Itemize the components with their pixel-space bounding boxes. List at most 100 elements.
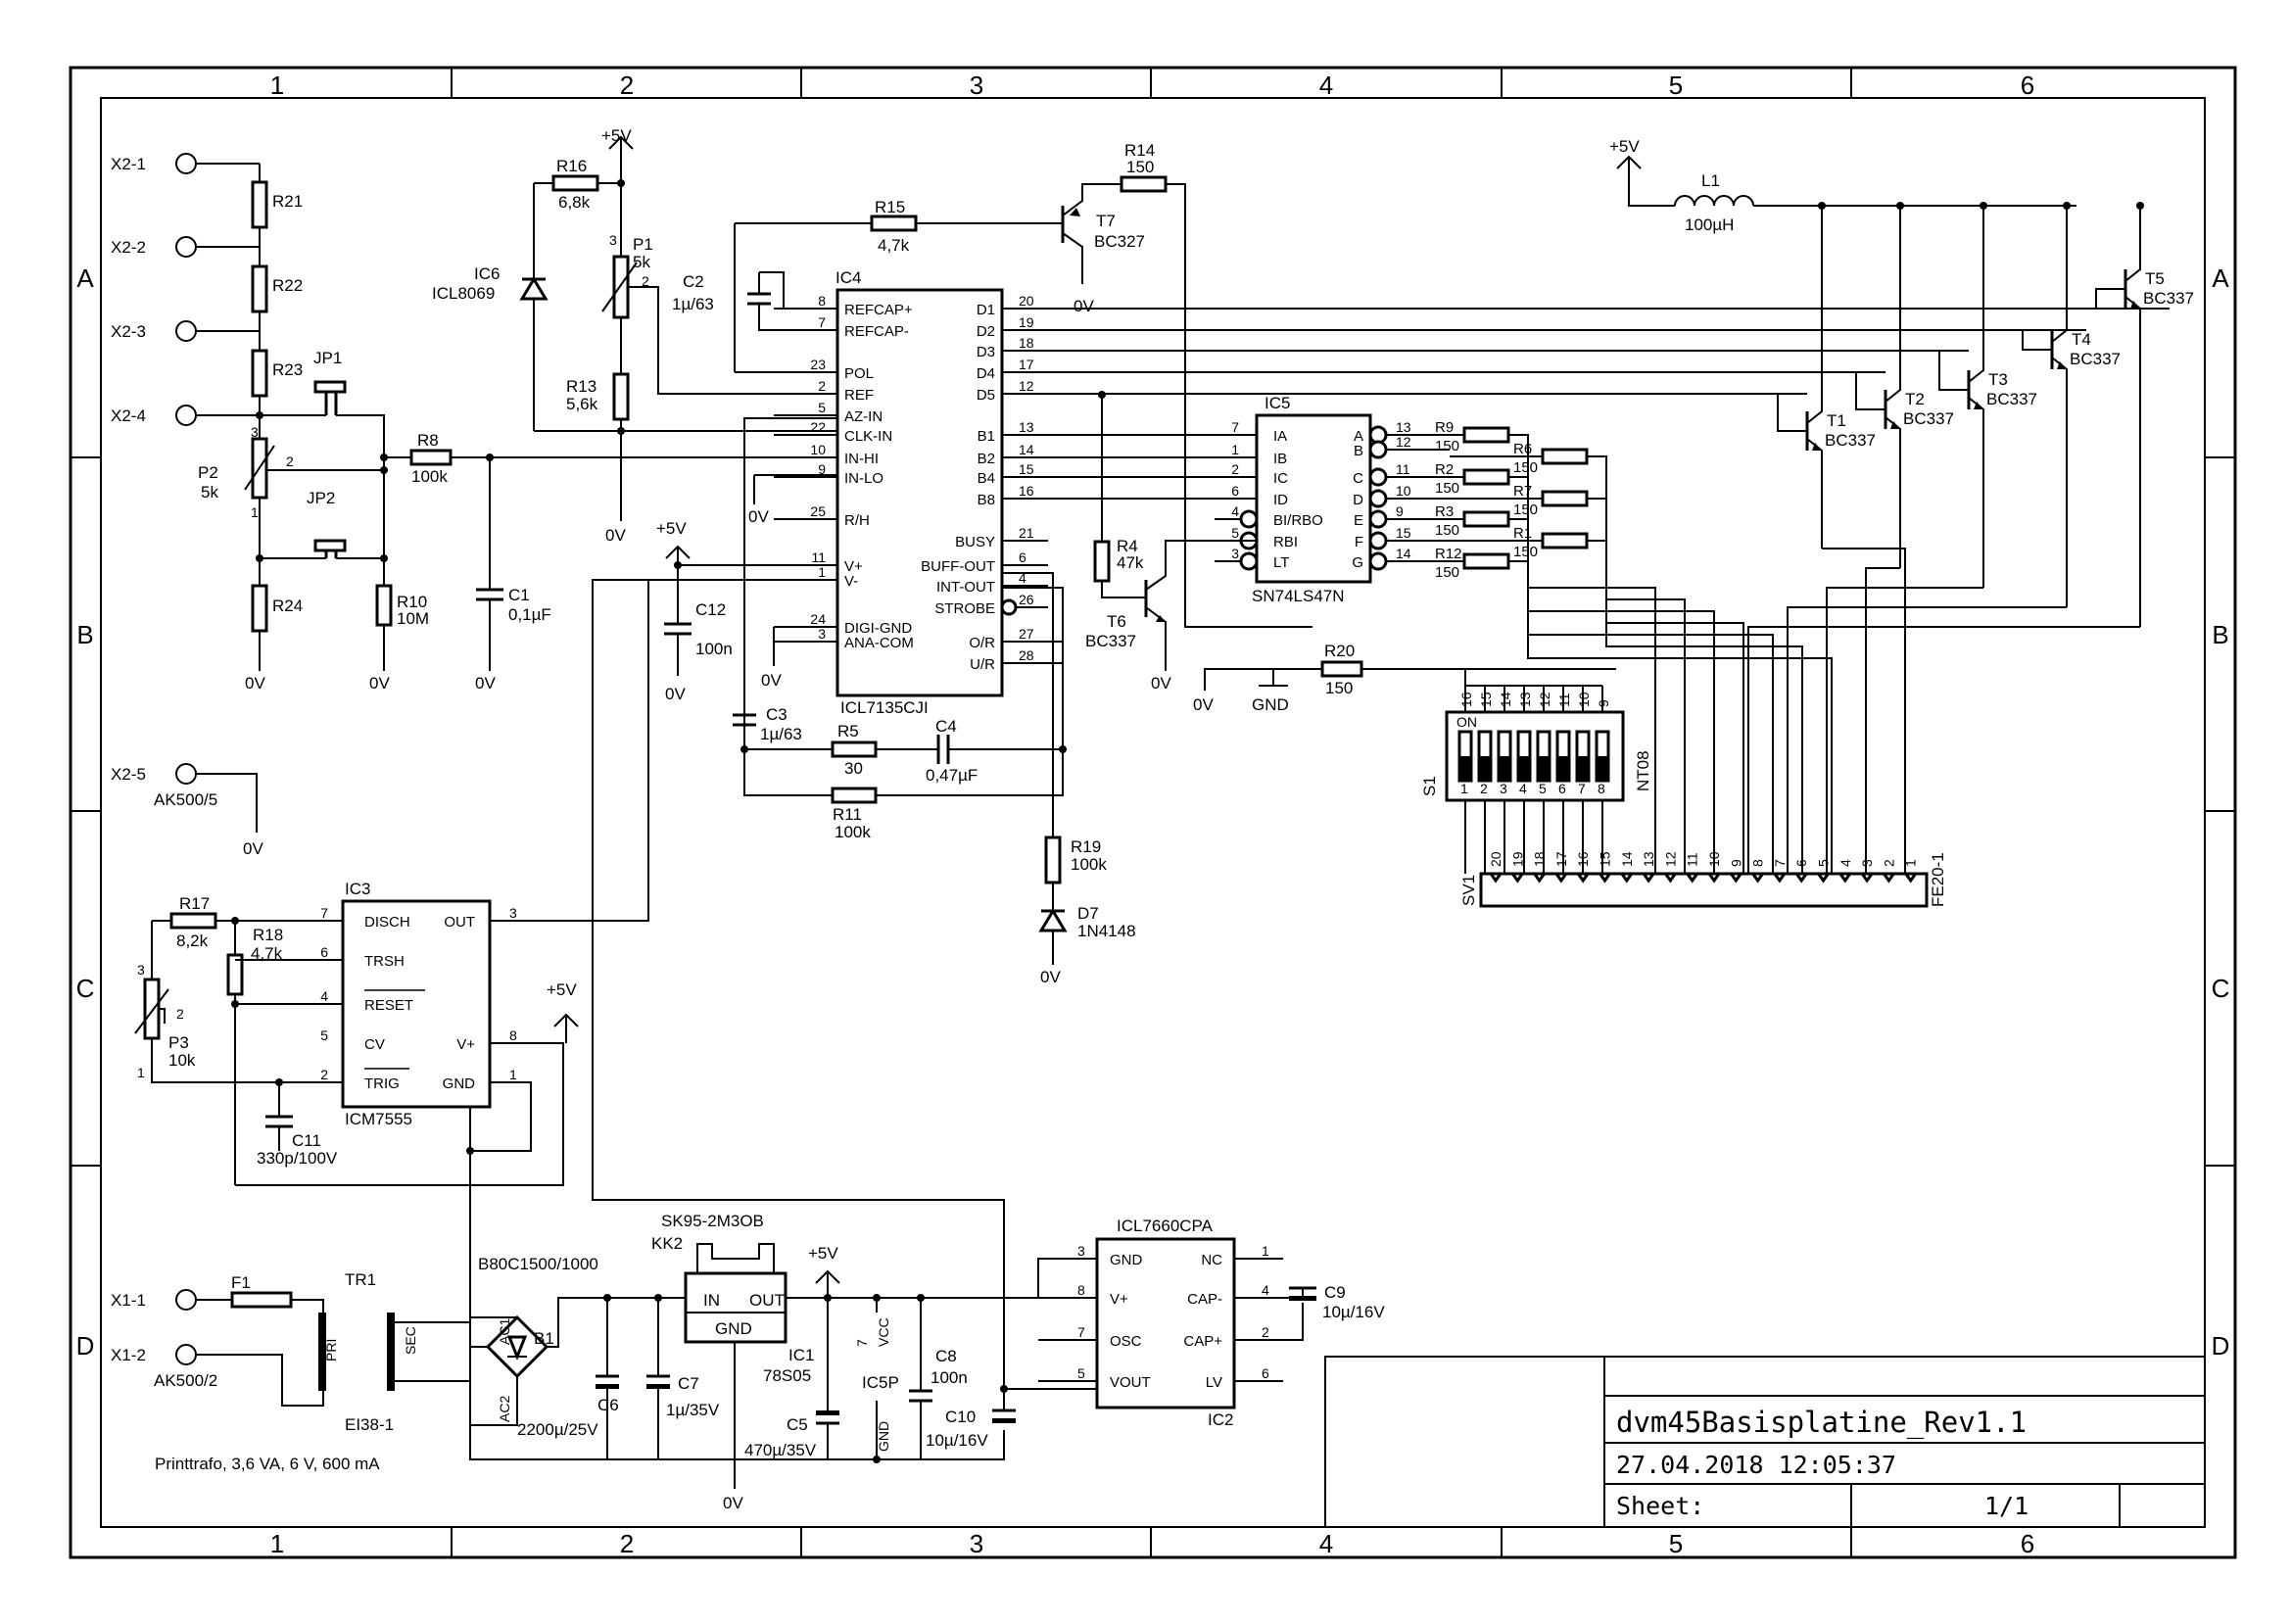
resistor-r22 [251, 264, 268, 313]
dip-on-label: ON [1456, 714, 1477, 730]
ic5p-gnd: GND [876, 1421, 891, 1452]
resistor-r21 [251, 180, 268, 229]
label-tr1-value: EI38-1 [345, 1415, 394, 1434]
resistor-r15 [870, 215, 918, 232]
ic3-timer: IC3 ICM7555 7DISCH6TRSH4RESET5CV2TRIG3OU… [134, 580, 649, 1459]
label-s1: S1 [1420, 776, 1439, 796]
gnd-label: 0V [475, 674, 496, 693]
digit-to-sv1 [1822, 548, 1906, 874]
label-printtrafo: Printtrafo, 3,6 VA, 6 V, 600 mA [155, 1455, 380, 1473]
ic5-pin-name: IB [1273, 451, 1287, 467]
transformer-secondary [387, 1313, 395, 1391]
gnd-label: 0V [369, 674, 390, 693]
label-r21: R21 [272, 192, 303, 211]
ic4-pin-number: 22 [810, 419, 826, 435]
label-r24: R24 [272, 597, 303, 615]
label-x1-2: X1-2 [111, 1346, 146, 1364]
label-t1: T1 [1827, 411, 1846, 430]
inner-frame [100, 97, 2206, 1528]
col-label: 4 [1319, 1529, 1333, 1558]
sv1-pin-arrow [1552, 872, 1569, 884]
ic5-pin-number: 14 [1396, 546, 1411, 561]
ic3-pin-name: DISCH [364, 914, 410, 931]
ic4-pin-name: B4 [978, 470, 995, 487]
ic4-pin-number: 4 [1019, 570, 1026, 586]
dip-s1-body [1445, 710, 1625, 802]
terminal-x2-2 [175, 236, 197, 258]
ic5-pin-name: BI/RBO [1273, 512, 1323, 529]
ic3-pin-number: 6 [320, 944, 328, 960]
ic4-pin-number: 8 [818, 293, 826, 309]
terminal-x1-1 [175, 1289, 197, 1311]
ic4-pin-number: 11 [811, 549, 826, 565]
label-r9-value: 150 [1435, 438, 1459, 454]
ic5-part: SN74LS47N [1252, 587, 1345, 605]
ic5p-pin-16: 7 [854, 1339, 870, 1347]
dip-bottom-number: 5 [1539, 781, 1547, 796]
label-l1-value: 100µH [1685, 215, 1734, 234]
ic4-pin-name: D4 [977, 365, 995, 382]
r20-group: 0V GND R20 150 [1193, 642, 1616, 714]
label-r9: R9 [1435, 419, 1454, 436]
regulator-ic1 [684, 1271, 788, 1344]
outer-frame [69, 66, 2237, 1559]
junction-dot [1896, 202, 1904, 210]
ic3-pin-number: 2 [320, 1067, 328, 1082]
ic5p-vcc: VCC [876, 1317, 891, 1347]
p2-pin-2: 2 [286, 454, 294, 469]
sv1-pin-arrow [1488, 872, 1503, 884]
ic4-pin-number: 27 [1019, 626, 1034, 642]
supply-label: +5V [656, 519, 687, 538]
resistor-r4 [1093, 540, 1111, 583]
label-t5: T5 [2145, 269, 2165, 288]
label-c8-value: 100n [931, 1368, 968, 1387]
label-t4-value: BC337 [2070, 350, 2121, 368]
label-r1: R1 [1513, 525, 1532, 542]
sv1-pin-arrow [1859, 872, 1876, 884]
jumper-jp1 [313, 380, 347, 394]
resistor-r3 [1462, 510, 1510, 528]
dip-lever-knob [1538, 756, 1550, 781]
ic3-pin-name: GND [443, 1075, 476, 1092]
ic5-body [1255, 413, 1372, 584]
gnd-label: 0V [245, 674, 265, 693]
label-r2-value: 150 [1435, 480, 1459, 497]
col-label: 6 [2021, 1529, 2034, 1558]
emitter-wire [1968, 397, 1984, 588]
label-r12: R12 [1435, 546, 1462, 562]
ic5-pin-number: 2 [1231, 461, 1239, 477]
sv1-pin-arrow [1575, 872, 1592, 884]
ic4-pin-number: 23 [810, 357, 826, 372]
ic4-pin-name: O/R [969, 635, 995, 651]
resistor-r2 [1462, 468, 1510, 486]
sv1-pin-number: 8 [1750, 859, 1766, 867]
label-t1-value: BC337 [1825, 431, 1876, 450]
label-r6-value: 150 [1513, 459, 1538, 476]
ic5-pin-number: 4 [1231, 503, 1239, 519]
dip-top-number: 9 [1596, 699, 1611, 707]
sv1-pin-number: 5 [1816, 859, 1832, 867]
label-c7: C7 [678, 1374, 699, 1393]
emitter-arrow [1890, 421, 1900, 429]
label-p2-value: 5k [201, 483, 218, 502]
ic4-pin-name: IN-HI [844, 451, 879, 467]
resistor-r12 [1462, 552, 1510, 570]
collector-wire [1968, 206, 1984, 383]
collector-wire [1885, 206, 1901, 403]
label-r1-value: 150 [1513, 544, 1538, 560]
label-r20-value: 150 [1325, 679, 1353, 697]
dip-bottom-number: 3 [1500, 781, 1507, 796]
sv1-pin-number: 11 [1685, 852, 1700, 867]
ic5-output-bubble [1368, 467, 1388, 487]
sv1-pin-arrow [1509, 872, 1526, 884]
resistor-r17 [169, 912, 217, 930]
gnd-name-label: GND [1252, 695, 1289, 714]
label-r12-value: 150 [1435, 564, 1459, 581]
dip-lever-knob [1577, 756, 1589, 781]
ic4-pin-name: B8 [978, 492, 995, 508]
sv1-pin-number: 17 [1553, 851, 1569, 867]
title-block: dvm45Basisplatine_Rev1.1 27.04.2018 12:0… [1324, 1356, 2205, 1527]
